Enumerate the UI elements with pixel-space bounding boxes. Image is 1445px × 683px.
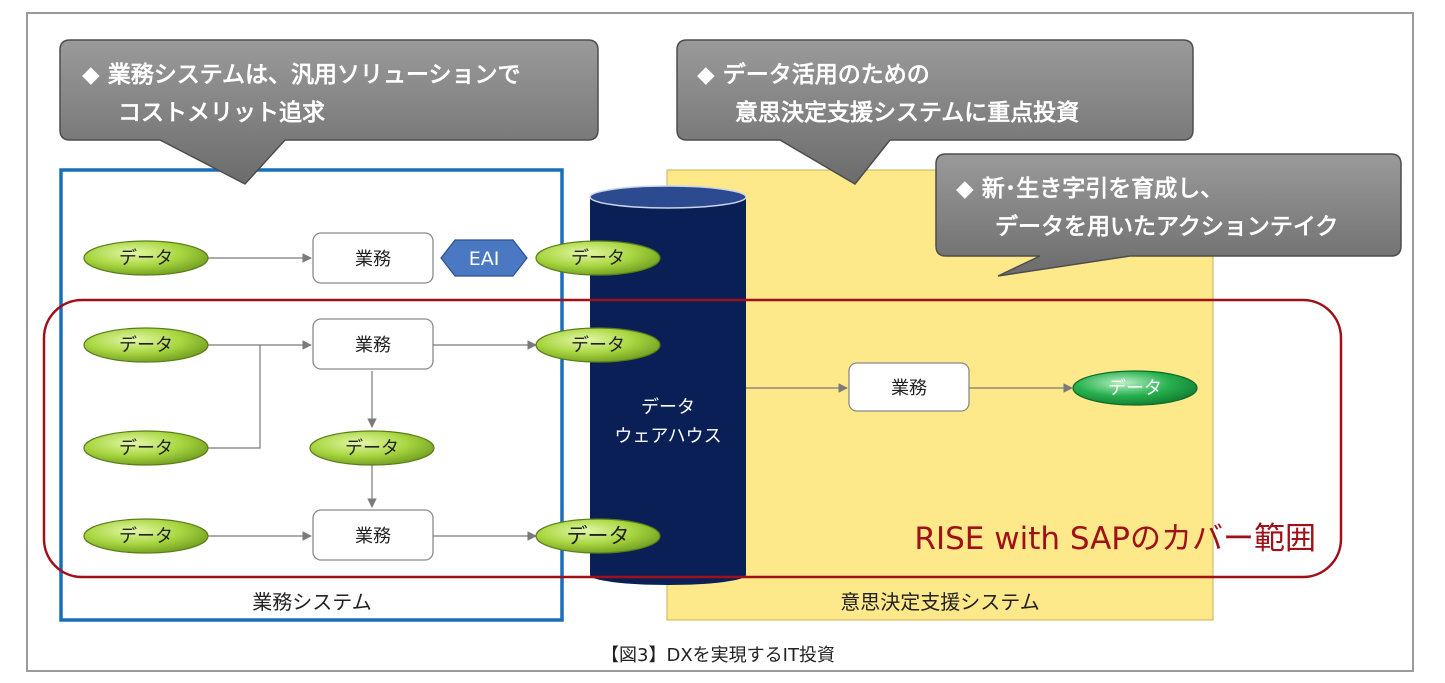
svg-text:データ: データ bbox=[571, 248, 625, 269]
task-box: 業務 bbox=[312, 509, 434, 561]
svg-text:データ: データ bbox=[119, 526, 173, 547]
svg-text:データ: データ bbox=[1108, 378, 1162, 399]
svg-text:データ: データ bbox=[119, 248, 173, 269]
figure-caption: 【図3】DXを実現するIT投資 bbox=[601, 645, 835, 666]
task-box: 業務 bbox=[848, 362, 970, 412]
connectors bbox=[208, 253, 1073, 541]
svg-text:データを用いたアクションテイク: データを用いたアクションテイク bbox=[995, 213, 1338, 240]
eai-connector: EAI bbox=[440, 239, 528, 277]
data-node: データ bbox=[83, 430, 209, 466]
svg-text:意思決定支援システムに重点投資: 意思決定支援システムに重点投資 bbox=[735, 99, 1079, 126]
callout-middle: ◆ データ活用のための 意思決定支援システムに重点投資 bbox=[676, 39, 1194, 185]
svg-text:データ: データ bbox=[119, 335, 173, 356]
svg-text:業務: 業務 bbox=[355, 335, 391, 356]
callout-right: ◆ 新･生き字引を育成し、 データを用いたアクションテイク bbox=[935, 153, 1402, 277]
task-box: 業務 bbox=[312, 232, 434, 284]
svg-text:業務: 業務 bbox=[355, 249, 391, 270]
svg-text:コストメリット追求: コストメリット追求 bbox=[118, 99, 325, 126]
warehouse-label-line1: データ bbox=[641, 397, 695, 418]
data-node: データ bbox=[309, 430, 435, 466]
data-node-output: データ bbox=[1072, 370, 1198, 406]
data-node: データ bbox=[83, 518, 209, 554]
svg-text:データ: データ bbox=[567, 524, 630, 548]
svg-text:データ: データ bbox=[571, 335, 625, 356]
svg-text:データ: データ bbox=[345, 438, 399, 459]
data-node: データ bbox=[535, 240, 661, 276]
data-node: データ bbox=[535, 327, 661, 363]
warehouse-label-line2: ウェアハウス bbox=[614, 426, 721, 447]
callout-left: ◆ 業務システムは、汎用ソリューションで コストメリット追求 bbox=[59, 39, 599, 185]
svg-text:EAI: EAI bbox=[469, 248, 500, 270]
svg-text:データ: データ bbox=[119, 438, 173, 459]
business-system-label: 業務システム bbox=[252, 590, 371, 614]
svg-text:◆ 新･生き字引を育成し、: ◆ 新･生き字引を育成し、 bbox=[956, 175, 1223, 202]
outer-frame bbox=[26, 12, 1414, 672]
svg-text:業務: 業務 bbox=[891, 378, 927, 399]
task-box: 業務 bbox=[312, 318, 434, 370]
rise-scope-region bbox=[42, 298, 1343, 579]
data-node: データ bbox=[83, 327, 209, 363]
svg-text:◆ データ活用のための: ◆ データ活用のための bbox=[697, 61, 930, 88]
data-node: データ bbox=[83, 240, 209, 276]
business-system-region bbox=[59, 168, 564, 622]
data-node: データ bbox=[535, 518, 661, 554]
svg-text:◆ 業務システムは、汎用ソリューションで: ◆ 業務システムは、汎用ソリューションで bbox=[82, 61, 521, 88]
svg-text:業務: 業務 bbox=[355, 526, 391, 547]
rise-scope-label: RISE with SAPのカバー範囲 bbox=[914, 521, 1316, 557]
decision-support-label: 意思決定支援システム bbox=[840, 590, 1039, 614]
